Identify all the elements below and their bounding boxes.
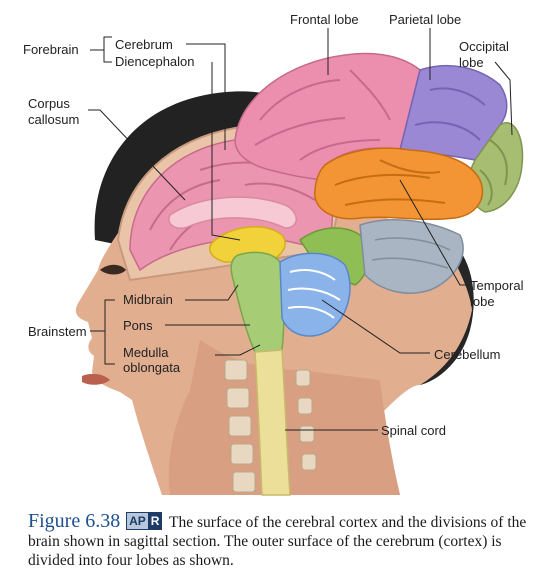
label-corpus-callosum-line2: callosum [28,112,80,127]
cerebellum-folia [287,269,341,319]
label-diencephalon: Diencephalon [115,54,195,69]
label-frontal-lobe: Frontal lobe [290,12,359,27]
brain-illustration [75,28,524,496]
occipital-gyri [479,139,508,206]
label-medulla-line2: oblongata [123,360,181,375]
ap-badge: AP [126,512,149,530]
frontal-gyri [254,69,391,161]
grey-folds [371,237,451,269]
label-cerebellum: Cerebellum [434,347,501,362]
spinal-cord-shape [254,349,291,496]
temporal-gyri [334,159,446,206]
leader-lines [88,28,513,431]
brain-diagram: Frontal lobe Parietal lobe Occipital lob… [23,12,524,496]
label-corpus-callosum-line1: Corpus [28,96,70,111]
label-spinal-cord: Spinal cord [381,423,447,438]
caption-text: The surface of the cerebral cortex and t… [28,514,527,569]
hair [94,91,300,245]
parietal-gyri [414,87,486,141]
eye [100,264,126,275]
figure-number: Figure 6.38 [28,510,121,532]
lower-green-region [298,227,369,286]
cerebellum-shape [279,252,351,337]
label-medulla-line1: Medulla [123,345,169,360]
label-parietal-lobe: Parietal lobe [389,12,462,27]
label-occipital-lobe-line1: Occipital [459,39,509,54]
label-cerebrum: Cerebrum [115,37,173,52]
corpus-callosum-shape [168,196,297,229]
label-brainstem: Brainstem [28,324,87,339]
label-midbrain: Midbrain [123,292,173,307]
label-forebrain: Forebrain [23,42,79,57]
label-temporal-lobe-line1: Temporal [470,278,524,293]
label-temporal-lobe-line2: lobe [470,294,495,309]
lips [82,373,110,385]
r-badge: R [147,512,163,530]
label-occipital-lobe-line2: lobe [459,55,484,70]
label-pons: Pons [123,318,153,333]
